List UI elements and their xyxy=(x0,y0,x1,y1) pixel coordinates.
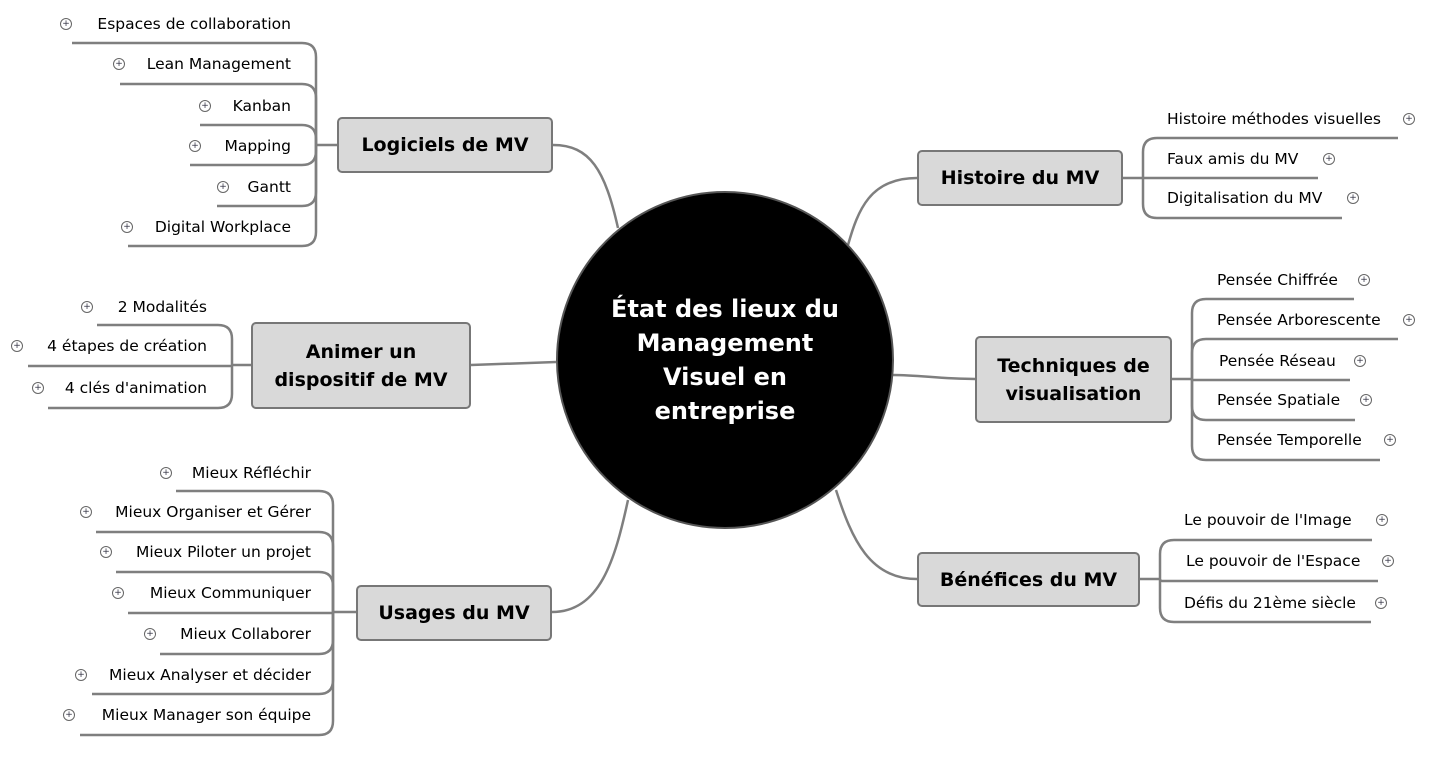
subtopic-label[interactable]: Gantt xyxy=(247,178,292,196)
subtopic-label[interactable]: Pensée Réseau xyxy=(1219,352,1336,370)
subtopic-label[interactable]: Pensée Arborescente xyxy=(1217,311,1381,329)
subtopic-label[interactable]: 4 clés d'animation xyxy=(64,379,207,397)
topic-connector xyxy=(552,143,620,229)
plus-circle-icon[interactable]: + xyxy=(100,546,112,558)
subtopic-label[interactable]: Mieux Organiser et Gérer xyxy=(115,503,311,521)
subtopic-underline xyxy=(96,530,335,612)
topic-node[interactable]: Techniques de visualisation xyxy=(975,336,1172,423)
topic-node[interactable]: Animer un dispositif de MV xyxy=(251,322,471,409)
topic-connector xyxy=(846,176,918,246)
subtopic-underline xyxy=(1190,378,1350,382)
subtopic-label[interactable]: Mieux Réfléchir xyxy=(191,464,311,482)
central-topic-line: Visuel en xyxy=(663,363,787,391)
subtopic-label[interactable]: Digital Workplace xyxy=(154,218,291,236)
plus-circle-icon[interactable]: + xyxy=(75,669,87,681)
subtopic-label[interactable]: Mieux Communiquer xyxy=(149,584,311,602)
subtopic-label[interactable]: Mapping xyxy=(224,137,291,155)
subtopic-label[interactable]: Espaces de collaboration xyxy=(97,15,291,33)
plus-circle-icon[interactable]: + xyxy=(121,221,133,233)
plus-circle-icon[interactable]: + xyxy=(1376,514,1388,526)
subtopic-underline xyxy=(1141,136,1398,178)
plus-circle-icon[interactable]: + xyxy=(189,140,201,152)
topic-connector xyxy=(470,360,557,367)
central-topic-line: État des lieux du xyxy=(611,295,839,323)
subtopic-label[interactable]: Faux amis du MV xyxy=(1167,150,1299,168)
subtopic-underline xyxy=(48,365,234,410)
subtopic-underline xyxy=(120,82,318,145)
plus-circle-icon[interactable]: + xyxy=(1384,434,1396,446)
subtopic-underline xyxy=(72,41,318,145)
subtopic-underline xyxy=(176,489,335,612)
subtopic-underline xyxy=(116,570,335,612)
subtopic-underline xyxy=(200,123,318,145)
plus-circle-icon[interactable]: + xyxy=(1347,192,1359,204)
plus-circle-icon[interactable]: + xyxy=(63,709,75,721)
plus-circle-icon[interactable]: + xyxy=(60,18,72,30)
subtopic-label[interactable]: Le pouvoir de l'Image xyxy=(1184,511,1352,529)
topic-connector xyxy=(892,373,976,381)
subtopic-underline xyxy=(97,323,234,365)
central-topic[interactable]: État des lieux du Management Visuel en e… xyxy=(556,191,894,529)
subtopic-underline xyxy=(1190,297,1354,379)
plus-circle-icon[interactable]: + xyxy=(217,181,229,193)
subtopic-label[interactable]: 4 étapes de création xyxy=(47,337,207,355)
subtopic-label[interactable]: Défis du 21ème siècle xyxy=(1184,594,1356,612)
subtopic-label[interactable]: Digitalisation du MV xyxy=(1167,189,1323,207)
plus-circle-icon[interactable]: + xyxy=(81,301,93,313)
topic-node[interactable]: Histoire du MV xyxy=(917,150,1123,206)
plus-circle-icon[interactable]: + xyxy=(199,100,211,112)
plus-circle-icon[interactable]: + xyxy=(1403,314,1415,326)
plus-circle-icon[interactable]: + xyxy=(1382,555,1394,567)
subtopic-underline xyxy=(1158,579,1371,624)
plus-circle-icon[interactable]: + xyxy=(32,382,44,394)
subtopic-label[interactable]: Le pouvoir de l'Espace xyxy=(1186,552,1361,570)
subtopic-underline xyxy=(128,145,318,248)
subtopic-label[interactable]: Pensée Spatiale xyxy=(1217,391,1341,409)
plus-circle-icon[interactable]: + xyxy=(1323,153,1335,165)
topic-node[interactable]: Usages du MV xyxy=(356,585,552,641)
central-topic-line: entreprise xyxy=(654,397,796,425)
plus-circle-icon[interactable]: + xyxy=(1360,394,1372,406)
plus-circle-icon[interactable]: + xyxy=(144,628,156,640)
central-topic-line: Management xyxy=(636,329,814,357)
subtopic-label[interactable]: Mieux Collaborer xyxy=(180,625,311,643)
topic-node[interactable]: Bénéfices du MV xyxy=(917,552,1140,607)
subtopic-label[interactable]: 2 Modalités xyxy=(117,298,207,316)
plus-circle-icon[interactable]: + xyxy=(1354,355,1366,367)
subtopic-label[interactable]: Pensée Temporelle xyxy=(1217,431,1362,449)
subtopic-label[interactable]: Kanban xyxy=(232,97,291,115)
subtopic-label[interactable]: Mieux Manager son équipe xyxy=(101,706,311,724)
subtopic-label[interactable]: Mieux Analyser et décider xyxy=(109,666,311,684)
subtopic-underline xyxy=(80,612,335,737)
plus-circle-icon[interactable]: + xyxy=(112,587,124,599)
subtopic-underline xyxy=(1190,337,1398,379)
subtopic-label[interactable]: Mieux Piloter un projet xyxy=(135,543,311,561)
subtopic-label[interactable]: Histoire méthodes visuelles xyxy=(1167,110,1381,128)
plus-circle-icon[interactable]: + xyxy=(80,506,92,518)
topic-node[interactable]: Logiciels de MV xyxy=(337,117,553,173)
plus-circle-icon[interactable]: + xyxy=(1375,597,1387,609)
plus-circle-icon[interactable]: + xyxy=(11,340,23,352)
topic-connector xyxy=(834,489,918,581)
plus-circle-icon[interactable]: + xyxy=(1403,113,1415,125)
subtopic-underline xyxy=(1158,578,1378,583)
plus-circle-icon[interactable]: + xyxy=(160,467,172,479)
subtopic-underline xyxy=(1141,178,1342,220)
plus-circle-icon[interactable]: + xyxy=(113,58,125,70)
subtopic-label[interactable]: Lean Management xyxy=(146,55,291,73)
topic-connector xyxy=(551,499,630,614)
subtopic-underline xyxy=(1158,538,1372,579)
plus-circle-icon[interactable]: + xyxy=(1358,274,1370,286)
subtopic-underline xyxy=(1190,379,1380,462)
subtopic-label[interactable]: Pensée Chiffrée xyxy=(1217,271,1338,289)
subtopic-underline xyxy=(28,364,234,368)
subtopic-underline xyxy=(128,611,335,615)
